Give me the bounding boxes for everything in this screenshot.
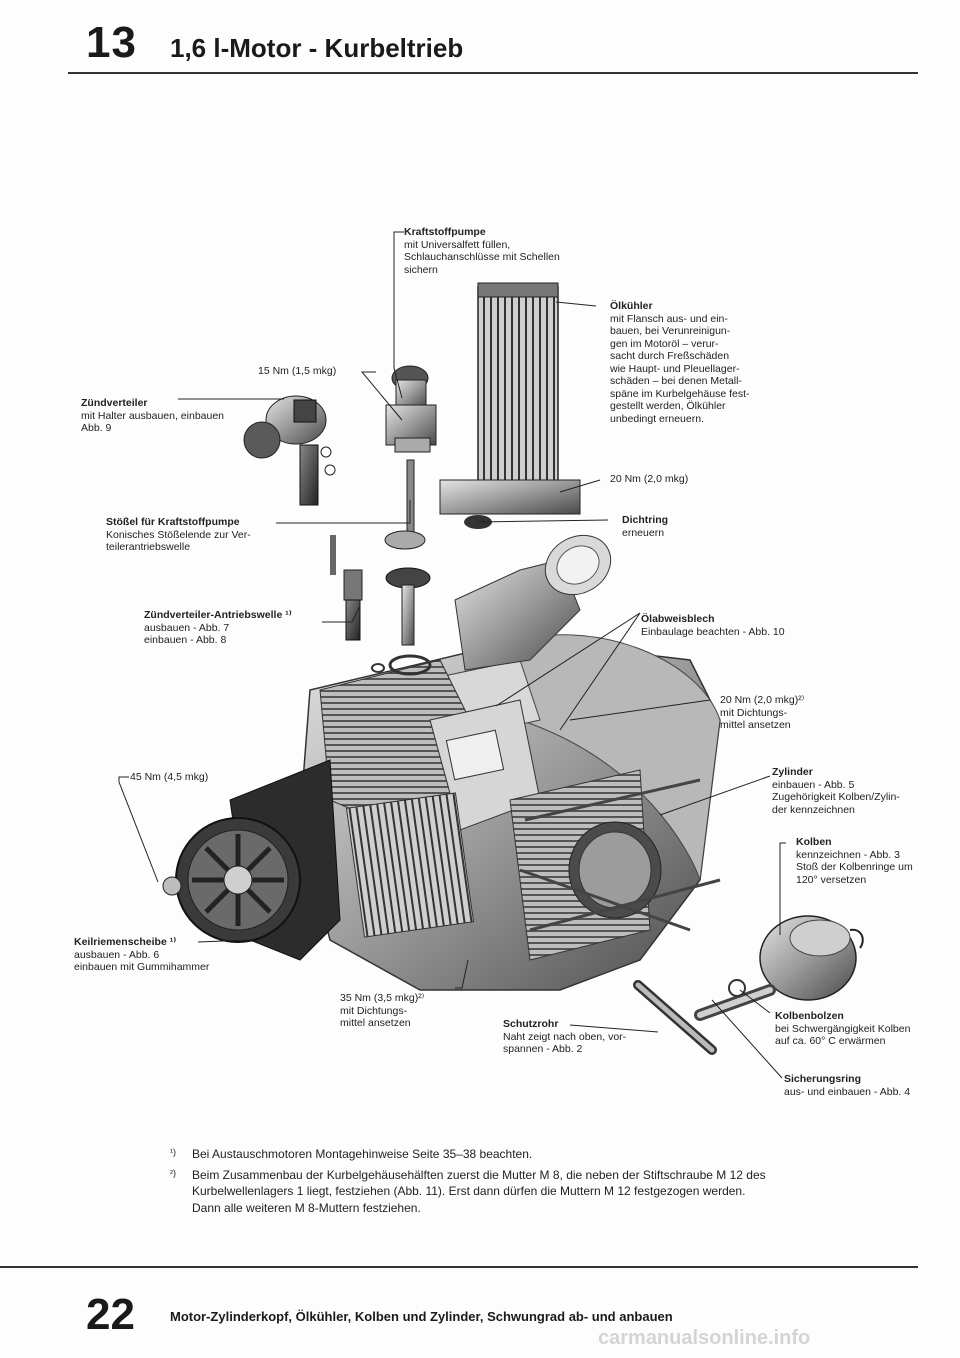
label-zuendverteiler-antriebswelle: Zündverteiler-Antriebswelle ¹⁾ ausbauen … (144, 609, 292, 646)
label-sicherungsring: Sicherungsring aus- und einbauen - Abb. … (784, 1073, 911, 1098)
fuel-pump (385, 365, 437, 453)
label-keilriemenscheibe: Keilriemenscheibe ¹⁾ ausbauen - Abb. 6 e… (74, 936, 210, 973)
label-stoessel: Stößel für Kraftstoffpumpe Konisches Stö… (106, 516, 251, 553)
distributor-drive-shaft (343, 530, 432, 676)
page-title: 1,6 l-Motor - Kurbeltrieb (170, 33, 464, 63)
chapter-number: 13 (86, 18, 137, 67)
piston-pin (694, 979, 776, 1021)
label-torque-35nm: 35 Nm (3,5 mkg)²⁾ mit Dichtungs- mittel … (340, 992, 425, 1029)
v-belt-pulley (162, 817, 301, 943)
label-torque-15nm: 15 Nm (1,5 mkg) (258, 365, 337, 377)
oil-cooler (439, 282, 581, 529)
label-kolben: Kolben kennzeichnen - Abb. 3 Stoß der Ko… (796, 836, 913, 886)
footer-title: Motor-Zylinderkopf, Ölkühler, Kolben und… (170, 1309, 673, 1324)
piston (759, 915, 864, 1001)
label-zuendverteiler: Zündverteiler mit Halter ausbauen, einba… (81, 397, 225, 434)
label-torque-20nm-a: 20 Nm (2,0 mkg) (610, 473, 689, 485)
label-dichtring: Dichtring erneuern (622, 514, 669, 539)
footnote-1: ¹) Bei Austauschmotoren Montagehinweise … (170, 1147, 533, 1161)
distributor (243, 395, 336, 506)
protection-tube (633, 980, 717, 1055)
header-rule (68, 72, 918, 74)
label-oelabweisblech: Ölabweisblech Einbaulage beachten - Abb.… (641, 613, 785, 638)
label-kraftstoffpumpe: Kraftstoffpumpe mit Universalfett füllen… (404, 226, 560, 276)
cylinder-head-left (319, 659, 541, 938)
label-torque-20nm-b: 20 Nm (2,0 mkg)²⁾ mit Dichtungs- mittel … (720, 694, 805, 731)
label-oelkuehler: Ölkühler mit Flansch aus- und ein- bauen… (610, 300, 750, 425)
footnote-2: ²) Beim Zusammenbau der Kurbelgehäusehäl… (170, 1167, 766, 1215)
oil-filler-neck (454, 534, 612, 671)
fuel-pump-pushrod (330, 459, 415, 575)
label-torque-45nm: 45 Nm (4,5 mkg) (130, 771, 209, 783)
label-kolbenbolzen: Kolbenbolzen bei Schwergängigkeit Kolben… (775, 1010, 911, 1047)
page-number: 22 (86, 1290, 135, 1339)
label-zylinder: Zylinder einbauen - Abb. 5 Zugehörigkeit… (772, 766, 900, 816)
footnotes: ¹) Bei Austauschmotoren Montagehinweise … (162, 1146, 922, 1220)
watermark: carmanualsonline.info (598, 1327, 811, 1349)
leader-lines (118, 231, 786, 1079)
label-schutzrohr: Schutzrohr Naht zeigt nach oben, vor- sp… (503, 1018, 627, 1055)
footer-rule (0, 1266, 918, 1268)
cylinder-right (509, 769, 721, 961)
